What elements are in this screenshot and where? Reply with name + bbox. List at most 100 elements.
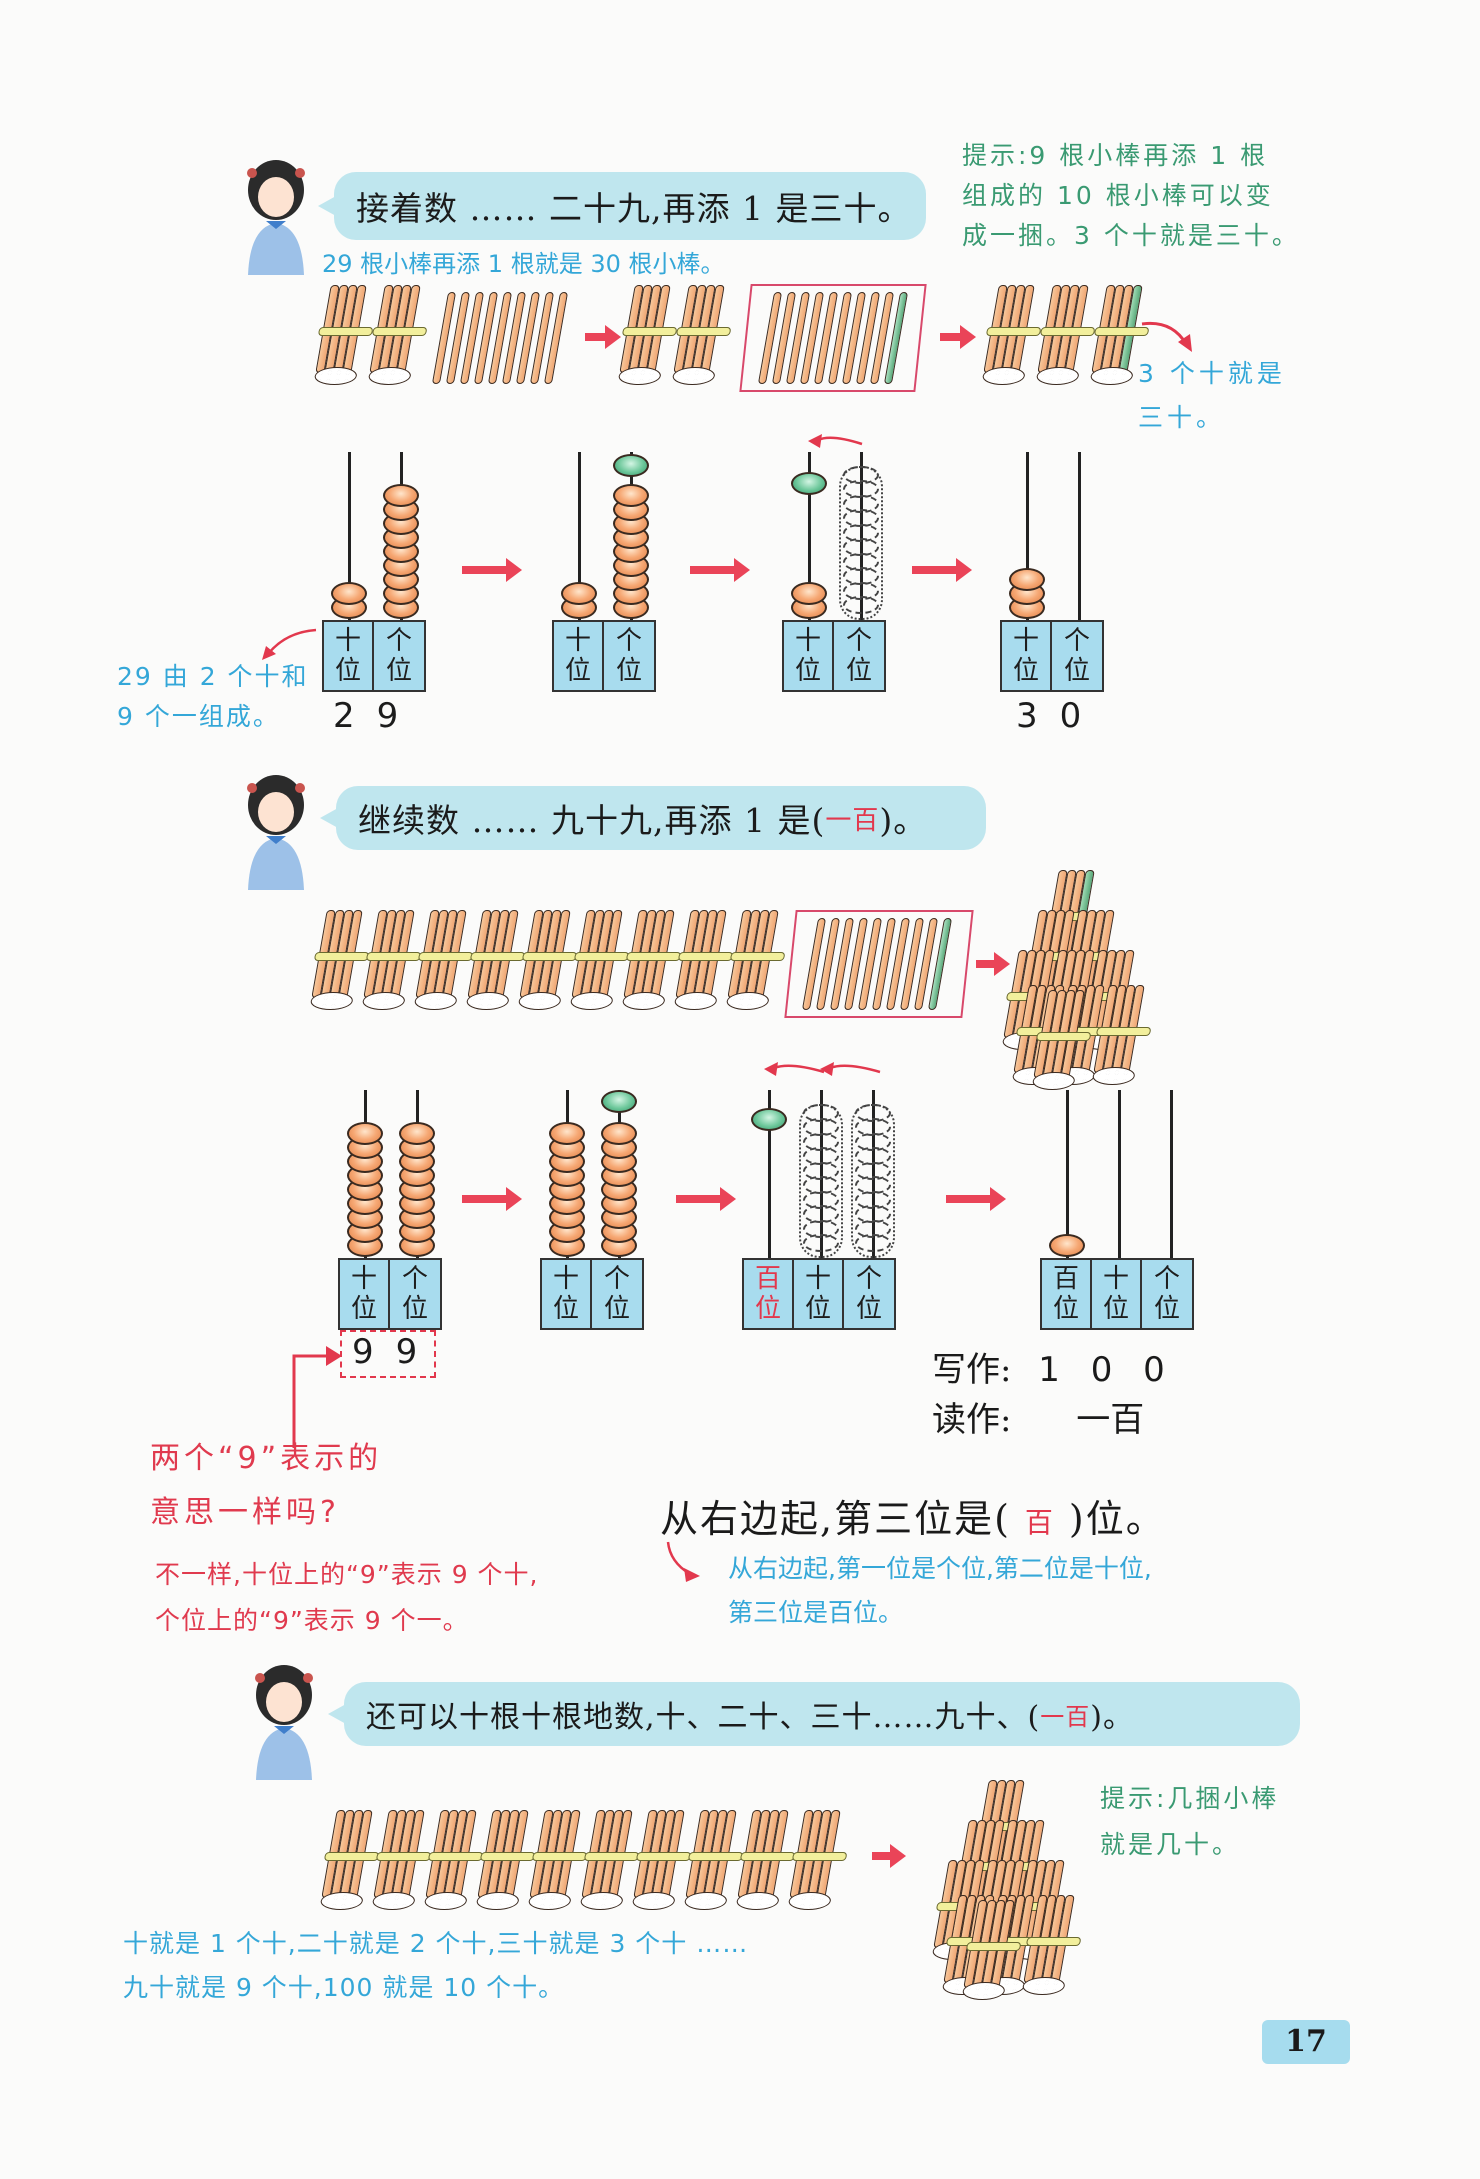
added-bead-icon: [751, 1108, 787, 1131]
arrow-right-icon: [940, 325, 976, 349]
place-label-tens: 十位: [1092, 1260, 1142, 1328]
note-composition-29: 29 由 2 个十和 9 个一组成。: [117, 657, 309, 737]
abacus-rod: [347, 452, 351, 620]
stick-bundle-icon: [683, 1810, 744, 1910]
place-label-tens: 十位: [542, 1260, 592, 1328]
ghost-bead-icon: [843, 465, 879, 484]
note-three-tens: 3 个十就是 三十。: [1138, 352, 1286, 440]
abacus-bead-icon: [347, 1122, 383, 1145]
added-bead-icon: [601, 1090, 637, 1113]
abacus-rod: [767, 1090, 771, 1258]
carry-arrow-icon: [764, 1062, 825, 1076]
carry-arrow-icon: [820, 1062, 881, 1076]
note-line: 3 个十就是: [1138, 359, 1286, 388]
place-value-table: 十位个位: [1000, 620, 1104, 692]
arrow-right-icon: [690, 558, 750, 582]
added-bead-icon: [791, 472, 827, 495]
abacus-bead-icon: [331, 582, 367, 605]
stick-bundle-icon: [631, 1810, 692, 1910]
write-label: 写作:: [932, 1350, 1012, 1390]
place-label-tens: 十位: [794, 1260, 844, 1328]
number-30: 30: [1016, 696, 1104, 736]
abacus-rod: [1169, 1090, 1173, 1258]
answer-two-nines: 不一样,十位上的“9”表示 9 个十, 个位上的“9”表示 9 个一。: [155, 1552, 539, 1644]
answer-yibai: 一百: [825, 805, 880, 836]
place-value-table: 十位个位: [782, 620, 886, 692]
note-line: 第三位是百位。: [728, 1598, 904, 1627]
abacus-bead-icon: [549, 1122, 585, 1145]
abacus-rod: [807, 452, 811, 620]
abacus-bead-icon: [601, 1122, 637, 1145]
place-label-tens: 十位: [784, 622, 834, 690]
stick-bundle-icon: [787, 1810, 848, 1910]
place-label-ones: 个位: [855, 1264, 882, 1324]
stick-bundle-icon: [569, 910, 630, 1010]
note-line: 29 由 2 个十和: [117, 662, 309, 691]
bubble-text: 还可以十根十根地数,十、二十、三十……九十、(: [366, 1700, 1041, 1735]
note-29-plus-1: 29 根小棒再添 1 根就是 30 根小棒。: [322, 250, 725, 278]
stick-bundle-icon: [423, 1810, 484, 1910]
note-line: 十就是 1 个十,二十就是 2 个十,三十就是 3 个十 ……: [123, 1929, 749, 1958]
question-line: 意思一样吗?: [150, 1495, 340, 1530]
stick-bundle-icon: [367, 285, 428, 385]
write-value-100: 1 0 0: [1038, 1350, 1175, 1390]
arrow-right-icon: [585, 325, 621, 349]
bubble-text: 继续数 …… 九十九,再添 1 是(: [358, 801, 826, 840]
arrow-right-icon: [676, 1187, 736, 1211]
abacus-rod: [577, 452, 581, 620]
arrow-right-icon: [912, 558, 972, 582]
bubble-text: 接着数 …… 二十九,再添 1 是三十。: [356, 189, 912, 228]
note-line: 从右边起,第一位是个位,第二位是十位,: [728, 1554, 1152, 1583]
answer-yibai: 一百: [1040, 1702, 1091, 1731]
note-tens: 十就是 1 个十,二十就是 2 个十,三十就是 3 个十 …… 九十就是 9 个…: [123, 1922, 748, 2010]
arrow-right-icon: [462, 558, 522, 582]
arrow-right-icon: [462, 1187, 522, 1211]
curved-arrow-icon: [1141, 321, 1192, 352]
speech-bubble-count-by-tens: 还可以十根十根地数,十、二十、三十……九十、(一百)。: [328, 1682, 1300, 1746]
added-bead-icon: [613, 454, 649, 477]
place-label-ones: 个位: [401, 1264, 428, 1324]
carry-arrow-icon: [808, 434, 863, 448]
place-label-tens: 十位: [340, 1260, 390, 1328]
place-label-tens: 十位: [554, 622, 604, 690]
answer-bai: 百: [1024, 1506, 1055, 1539]
question-line: 两个“9”表示的: [150, 1441, 383, 1476]
stick-bundle-icon: [981, 285, 1042, 385]
arrow-right-icon: [946, 1187, 1006, 1211]
hint-line: 提示:9 根小棒再添 1 根: [962, 141, 1269, 170]
number-29: 29: [333, 696, 421, 736]
place-value-table: 百位十位个位: [1040, 1258, 1194, 1330]
stick-bundle-icon: [1035, 285, 1096, 385]
hint-line: 就是几十。: [1100, 1830, 1241, 1859]
abacus-rod: [1065, 1090, 1069, 1258]
hint-bundles-tens: 提示:几捆小棒 就是几十。: [1100, 1776, 1279, 1868]
stick-bundle-icon: [671, 285, 732, 385]
bracket-arrow-icon: [292, 1346, 342, 1448]
abacus-bead-icon: [1009, 568, 1045, 591]
stick-bundle-icon: [617, 285, 678, 385]
read-as-row: 读作: 一百: [932, 1392, 1144, 1441]
write-as-row: 写作: 1 0 0: [932, 1342, 1175, 1391]
stick-bundle-icon: [621, 910, 682, 1010]
statement-text: 从右边起,第三位是(: [660, 1497, 1011, 1541]
arrow-right-icon: [976, 952, 1010, 976]
answer-line: 个位上的“9”表示 9 个一。: [155, 1606, 469, 1635]
stick-bundle-icon: [517, 910, 578, 1010]
place-label-ones: 个位: [1063, 626, 1090, 686]
hint-line: 成一捆。3 个十就是三十。: [962, 221, 1300, 250]
abacus-bead-icon: [399, 1122, 435, 1145]
bubble-text-end: )。: [1090, 1700, 1134, 1735]
stick-bundle-icon: [725, 910, 786, 1010]
place-label-hundreds: 百位: [1042, 1260, 1092, 1328]
abacus-rod: [1025, 452, 1029, 620]
stick-bundle-icon: [309, 910, 370, 1010]
question-two-nines: 两个“9”表示的 意思一样吗?: [150, 1432, 382, 1540]
abacus-rod: [1077, 452, 1081, 620]
note-line: 九十就是 9 个十,100 就是 10 个十。: [123, 1973, 565, 2002]
stick-bundle-icon: [413, 910, 474, 1010]
abacus-bead-icon: [791, 582, 827, 605]
place-label-hundreds: 百位: [744, 1260, 794, 1328]
place-value-table: 十位个位: [552, 620, 656, 692]
hint-bundle-of-ten: 提示:9 根小棒再添 1 根 组成的 10 根小棒可以变 成一捆。3 个十就是三…: [962, 136, 1302, 256]
page-number: 17: [1262, 2020, 1350, 2064]
